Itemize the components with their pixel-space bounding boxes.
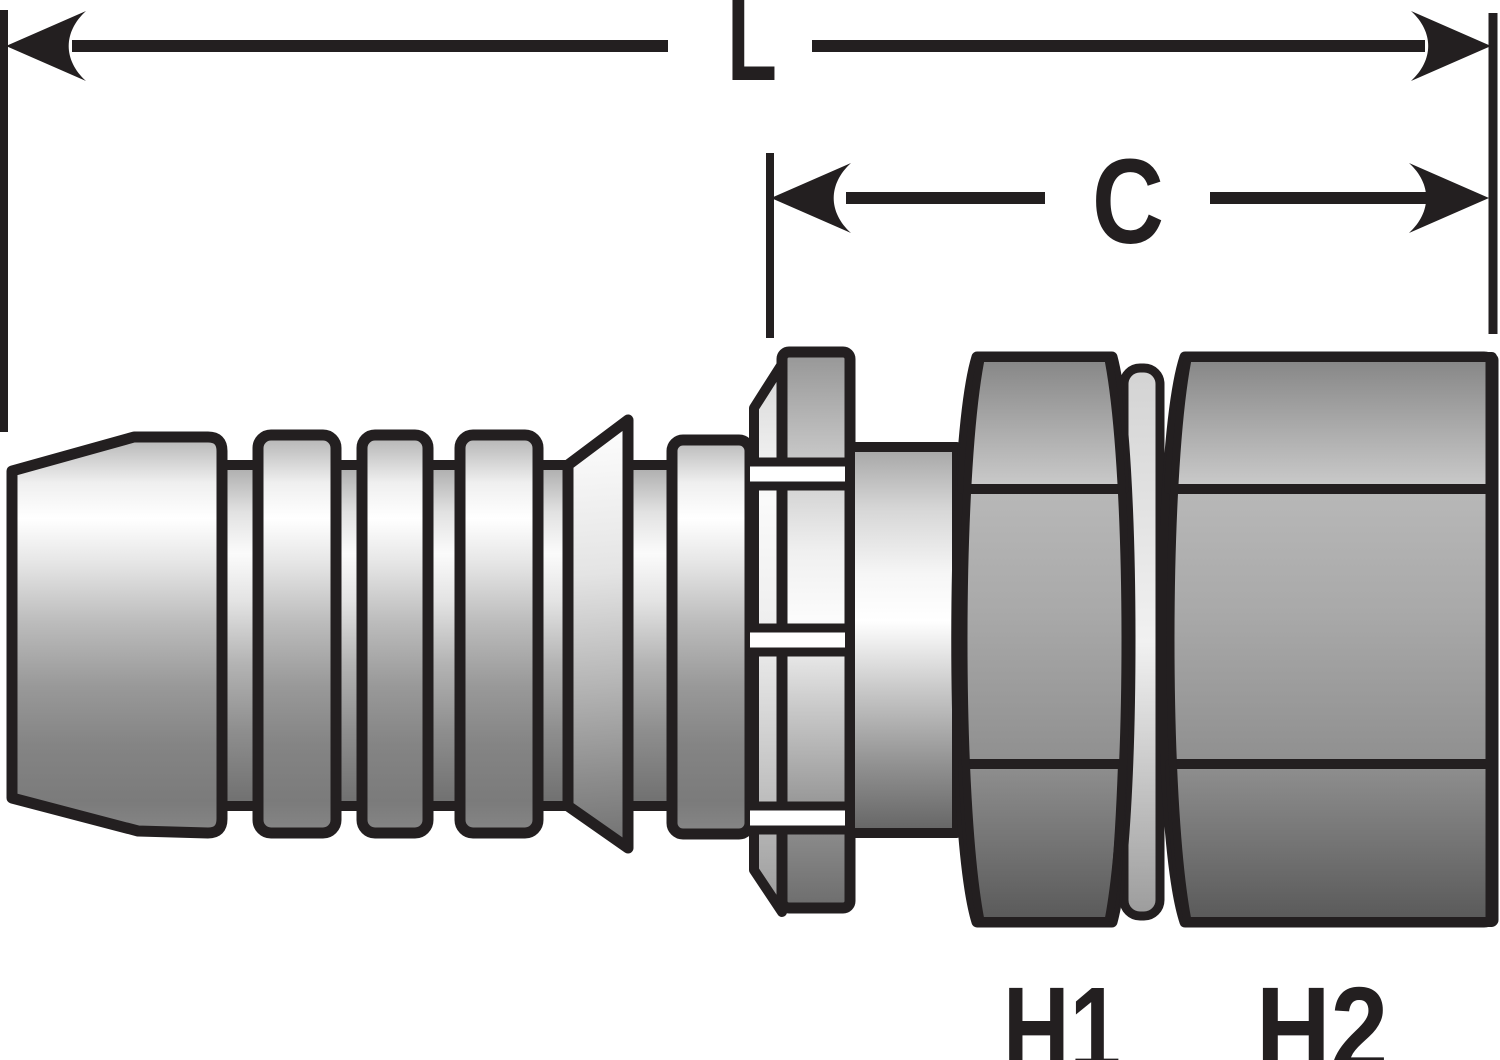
hex-nut-h1-right-corner-line <box>1105 358 1130 922</box>
nipple-cylinder <box>845 442 962 838</box>
dim-c-arrow-left <box>771 163 851 233</box>
dimension-label-c: C <box>1092 133 1164 269</box>
hex-label-h2: H2 <box>1256 961 1388 1060</box>
nose-cap <box>6 431 228 839</box>
barb-rib-1 <box>252 429 342 839</box>
hex-label-h1: H1 <box>1003 961 1121 1060</box>
barb-rib-3 <box>454 429 544 839</box>
hex-nut-h2-top-facet <box>1164 352 1497 494</box>
hex-nut-h1-bottom-facet <box>958 759 1128 927</box>
hex-nut-h2-left-corner-line <box>1166 358 1191 922</box>
flare-cone <box>562 414 634 854</box>
hex-nut-h1 <box>951 351 1136 928</box>
barb-rib-2 <box>356 429 434 839</box>
dimension-label-l: L <box>727 0 777 106</box>
hex-nut-h2 <box>1157 351 1499 928</box>
hex-nut-h1-top-facet <box>957 352 1129 494</box>
collar-notch-edges <box>745 457 850 835</box>
dimension-c: C <box>766 133 1489 338</box>
collar-boss-band <box>666 434 756 840</box>
hex-nut-h1-left-corner-line <box>959 358 984 922</box>
fitting-body <box>6 346 1499 928</box>
dimension-l: L <box>0 0 1498 432</box>
hex-labels: H1 H2 <box>1003 961 1388 1060</box>
hex-nut-h2-bottom-facet <box>1165 759 1497 927</box>
